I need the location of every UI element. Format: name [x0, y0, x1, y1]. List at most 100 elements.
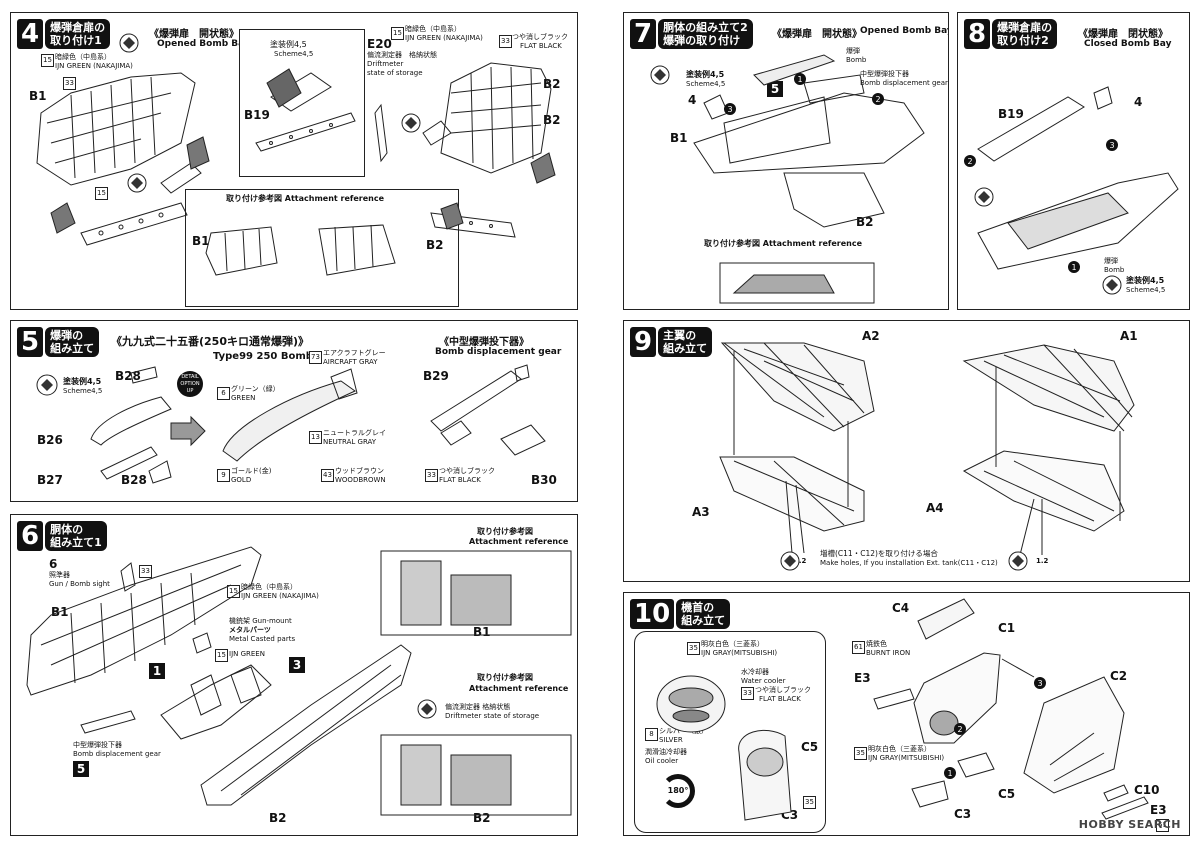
part-label-a1: A1 — [1120, 329, 1138, 343]
ref2-jp: 取り付け参考図 — [477, 673, 533, 682]
step7-header-jp: 《爆弾扉 開状態》 — [772, 29, 862, 40]
step10-badge: 10 機首の組み立て — [630, 599, 731, 629]
paint-code: 61 — [1156, 819, 1169, 832]
step9-badge: 9 主翼の組み立て — [630, 327, 713, 357]
paint-jp: つや消しブラック — [439, 467, 495, 475]
step6-panel: 6 胴体の組み立て1 6 照準器 Gun / Bomb sight 33 B1 … — [10, 514, 578, 836]
step6-drawing — [26, 546, 572, 816]
bomb-label-en: Bomb — [846, 56, 867, 64]
part-label-c5: C5 — [998, 787, 1016, 801]
step9-number: 9 — [630, 327, 657, 357]
drift-jp: 偏流測定器 格納状態 — [445, 703, 511, 711]
paint-code: 15 — [391, 27, 404, 40]
step10-title: 機首の組み立て — [676, 599, 731, 629]
step8-header-jp: 《爆弾扉 閉状態》 — [1078, 29, 1168, 40]
svg-text:2: 2 — [967, 157, 972, 166]
scheme-label: 塗装例4,5 — [1126, 276, 1165, 285]
paint-jp: つや消しブラック — [512, 33, 568, 41]
sight-label-jp: 照準器 — [49, 571, 70, 579]
step4-header-en: Opened Bomb Bay — [157, 39, 250, 49]
paint-code: 35 — [854, 747, 867, 760]
bomb-label-en: Bomb — [1104, 266, 1125, 274]
step5-header2-jp: 《中型爆弾投下器》 — [439, 337, 529, 348]
step5-panel: 5 爆弾の組み立て 《九九式二十五番(250キロ通常爆弾)》 Type99 25… — [10, 320, 578, 502]
step-ref-5: 5 — [767, 81, 783, 97]
paint-code: 33 — [139, 565, 152, 578]
part-label-6: 6 — [49, 557, 58, 571]
paint-jp: グリーン（緑） — [231, 385, 280, 393]
part-label-c10: C10 — [1134, 783, 1160, 797]
paint-jp: 暗緑色（中島系） — [55, 53, 111, 61]
ref2-en: Attachment reference — [469, 684, 569, 693]
part-label-b2: B2 — [543, 77, 561, 91]
step8-badge: 8 爆弾倉扉の取り付け2 — [964, 19, 1058, 49]
step-ref-3: 3 — [289, 657, 305, 673]
paint-jp: ニュートラルグレイ — [323, 429, 386, 437]
paint-code: 6 — [217, 387, 230, 400]
part-label-b28: B28 — [121, 473, 147, 487]
paint-code: 35 — [803, 796, 816, 809]
svg-text:1: 1 — [947, 769, 952, 778]
rotate-180-icon: 180° — [661, 774, 695, 808]
holes-note-en: Make holes, If you installation Ext. tan… — [820, 559, 998, 567]
step4-badge: 4 爆弾倉扉の取り付け1 — [17, 19, 111, 49]
oil-cooler-en: Oil cooler — [645, 757, 679, 765]
part-label-c3: C3 — [954, 807, 972, 821]
scheme-label-en: Scheme4,5 — [63, 387, 103, 395]
scheme-label-en: Scheme4,5 — [274, 50, 314, 58]
part-label-b2: B2 — [426, 238, 444, 252]
detail-up-badge: DETAIL OPTION UP — [177, 371, 203, 397]
paint-code: 33 — [63, 77, 76, 90]
paint-code: 33 — [741, 687, 754, 700]
part-label-e20: E20 — [367, 37, 392, 51]
step10-panel: 10 機首の組み立て 35 明灰白色（三菱系） IJN GRAY(MITSUBI… — [623, 592, 1190, 836]
paint-code: 35 — [687, 642, 700, 655]
part-label-b30: B30 — [531, 473, 557, 487]
bomb-label-jp: 爆弾 — [846, 47, 860, 55]
scheme-label: 塗装例4,5 — [63, 377, 102, 386]
watermark: HOBBY SEARCH — [1078, 818, 1181, 831]
ref-title: 取り付け参考図 Attachment reference — [226, 194, 385, 203]
paint-en: IJN GREEN (NAKAJIMA) — [55, 62, 133, 70]
part-label-c1: C1 — [998, 621, 1016, 635]
e20-desc-jp: 偏流測定器 格納状態 — [367, 51, 437, 59]
paint-en: IJN GRAY(MITSUBISHI) — [701, 649, 778, 657]
part-label-b19: B19 — [244, 108, 270, 122]
step-ref-5: 5 — [73, 761, 89, 777]
step5-badge: 5 爆弾の組み立て — [17, 327, 100, 357]
step5-drawing — [36, 364, 546, 484]
drift-en: Driftmeter state of storage — [445, 712, 540, 720]
step7-number: 7 — [630, 19, 657, 49]
step4-header-jp: 《爆弾扉 開状態》 — [149, 29, 239, 40]
oil-cooler-jp: 潤滑油冷却器 — [645, 748, 687, 756]
e20-desc-en: Driftmeter — [367, 60, 404, 68]
step6-badge: 6 胴体の組み立て1 — [17, 521, 107, 551]
paint-code: 15 — [41, 54, 54, 67]
step10-drawing: 3 2 1 — [873, 598, 1149, 820]
part-label-b19: B19 — [998, 107, 1024, 121]
part-label-c4: C4 — [892, 601, 910, 615]
paint-en: SILVER — [659, 736, 683, 744]
paint-en: FLAT BLACK — [439, 476, 481, 484]
svg-text:2: 2 — [875, 95, 880, 104]
bomb-label-jp: 爆弾 — [1104, 257, 1118, 265]
paint-en: AIRCRAFT GRAY — [323, 358, 378, 366]
e20-desc-en2: state of storage — [367, 69, 423, 77]
part-label-a3: A3 — [692, 505, 710, 519]
scheme-label: 塗装例4,5 — [270, 40, 307, 49]
paint-en: IJN GREEN — [229, 650, 265, 658]
paint-code: 8 — [645, 728, 658, 741]
svg-text:2: 2 — [957, 725, 962, 734]
paint-code: 9 — [217, 469, 230, 482]
step5-header-jp: 《九九式二十五番(250キロ通常爆弾)》 — [111, 335, 310, 348]
part-label-b1: B1 — [192, 234, 210, 248]
paint-code: 15 — [95, 187, 108, 200]
scheme-label: 塗装例4,5 — [686, 70, 725, 79]
part-label-b2: B2 — [543, 113, 561, 127]
step9-drawing — [719, 342, 1135, 571]
step-ref-1: 1 — [149, 663, 165, 679]
paint-en: FLAT BLACK — [520, 42, 562, 50]
svg-text:3: 3 — [1037, 679, 1042, 688]
